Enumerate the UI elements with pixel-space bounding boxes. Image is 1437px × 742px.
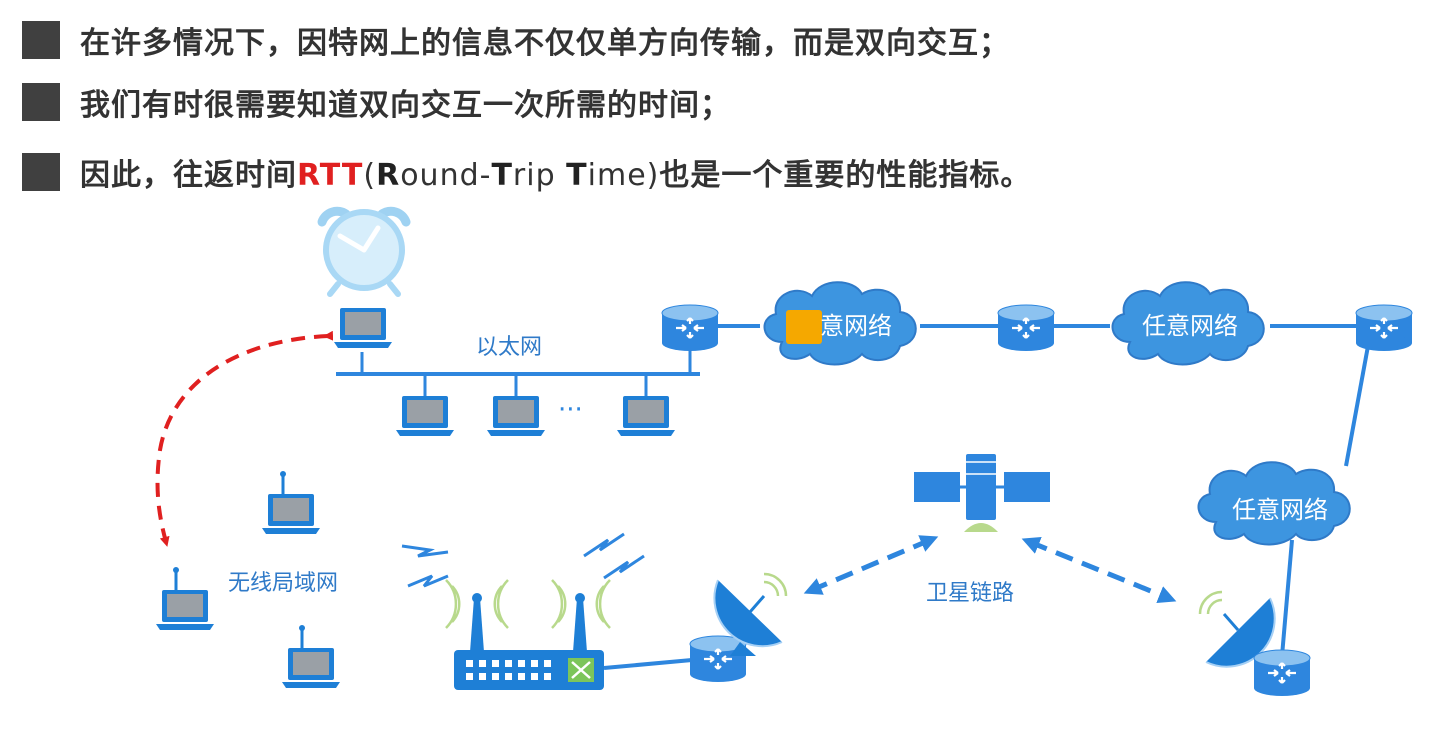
wireless-signal-icon <box>401 532 645 588</box>
bullet-marker <box>22 153 60 191</box>
bullet-marker <box>22 21 60 59</box>
satellite-link-label: 卫星链路 <box>926 581 1014 606</box>
laptop-icon <box>282 648 340 688</box>
round-trip-arrow <box>155 330 334 547</box>
highlight-square <box>786 310 822 344</box>
bullet-3-post: 也是一个重要的性能指标。 <box>659 158 1032 193</box>
ellipsis-label: ··· <box>558 395 583 425</box>
satellite-link-arrow <box>803 535 939 595</box>
ethernet-laptop-icon <box>487 396 545 436</box>
laptop-icon <box>262 494 320 534</box>
ethernet-bus <box>336 346 700 396</box>
router-icon <box>688 634 748 684</box>
router-icon <box>1354 303 1414 353</box>
satellite-dish-icon <box>713 572 788 656</box>
cloud-label-2: 任意网络 <box>1142 312 1238 340</box>
bullet-3: 因此，往返时间RTT(Round-Trip Time)也是一个重要的性能指标。 <box>22 150 1031 194</box>
link-line <box>1344 345 1370 467</box>
link-line <box>1280 539 1294 657</box>
wireless-laptop <box>282 625 340 688</box>
bullet-2: 我们有时很需要知道双向交互一次所需的时间； <box>22 80 731 124</box>
satellite-icon <box>914 454 1050 532</box>
router-icon <box>996 303 1056 353</box>
bullet-1: 在许多情况下，因特网上的信息不仅仅单方向传输，而是双向交互； <box>22 18 1010 62</box>
ethernet-label: 以太网 <box>476 335 542 360</box>
ethernet-laptop-icon <box>396 396 454 436</box>
wlan-label: 无线局域网 <box>228 571 338 596</box>
rtt-abbr: RTT <box>297 158 364 193</box>
wireless-laptop <box>156 567 214 630</box>
laptop-icon <box>156 590 214 630</box>
bullet-marker <box>22 83 60 121</box>
router-icon <box>1252 648 1312 698</box>
bullet-2-text: 我们有时很需要知道双向交互一次所需的时间； <box>80 88 731 123</box>
bullet-1-text: 在许多情况下，因特网上的信息不仅仅单方向传输，而是双向交互； <box>80 26 1010 61</box>
cloud-label-3: 任意网络 <box>1232 496 1328 524</box>
alarm-clock-icon <box>317 206 411 297</box>
link-line <box>603 658 693 670</box>
wireless-laptop <box>262 471 320 534</box>
satellite-dish-icon <box>1198 590 1276 668</box>
router-icon <box>660 303 720 353</box>
ethernet-laptop-icon <box>617 396 675 436</box>
satellite-link-arrow <box>1021 537 1177 603</box>
bullet-3-pre: 因此，往返时间 <box>80 158 297 193</box>
ethernet-host-laptop-icon <box>334 308 392 348</box>
bullet-3-text: 因此，往返时间RTT(Round-Trip Time)也是一个重要的性能指标。 <box>80 158 1032 193</box>
cloud-label-1: 意网络 <box>820 312 892 340</box>
wireless-access-point-icon <box>445 579 611 690</box>
